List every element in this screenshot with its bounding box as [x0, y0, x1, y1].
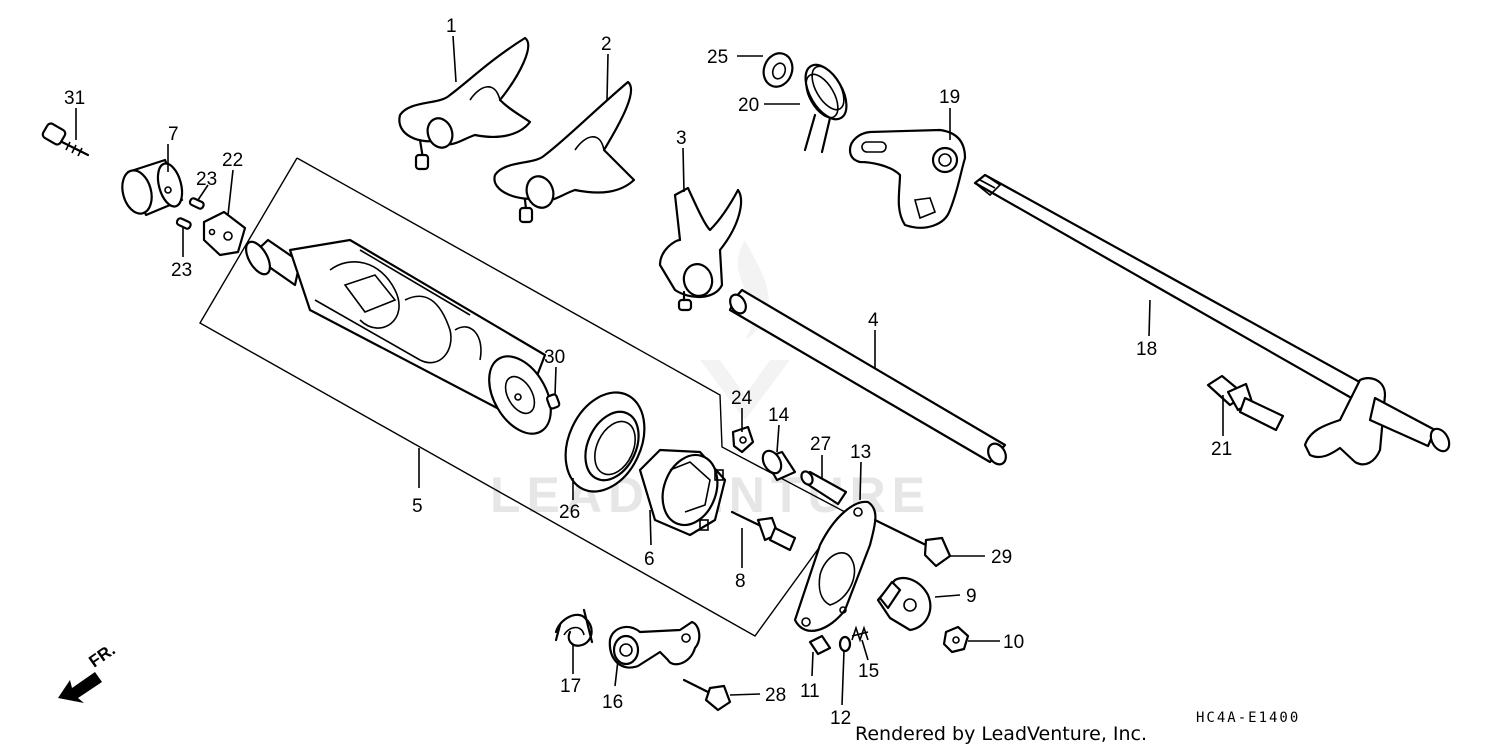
part-4-fork-shaft[interactable]	[727, 288, 1009, 468]
callout-15[interactable]: 15	[858, 661, 879, 682]
part-23-pin-lower[interactable]	[175, 217, 192, 230]
callout-6[interactable]: 6	[644, 549, 655, 570]
callout-29[interactable]: 29	[991, 547, 1012, 568]
credit-text: Rendered by LeadVenture, Inc.	[855, 723, 1147, 745]
front-label: FR.	[85, 640, 118, 671]
part-24-nut[interactable]	[731, 425, 755, 454]
callout-13[interactable]: 13	[850, 442, 871, 463]
leader-lines	[75, 35, 1224, 706]
callout-23-lower[interactable]: 23	[171, 260, 192, 281]
part-6-drum-center[interactable]	[638, 447, 727, 537]
callout-16[interactable]: 16	[602, 692, 623, 713]
part-2-shift-fork[interactable]	[493, 80, 636, 224]
part-15-spring[interactable]	[851, 625, 869, 643]
callout-9[interactable]: 9	[966, 586, 977, 607]
part-7-cap[interactable]	[118, 158, 187, 217]
callout-12[interactable]: 12	[830, 708, 851, 729]
callout-17[interactable]: 17	[560, 676, 581, 697]
part-11-key[interactable]	[808, 634, 832, 656]
part-20-spring[interactable]	[797, 58, 855, 154]
part-18-gearshift-spindle[interactable]	[973, 173, 1453, 466]
callout-1[interactable]: 1	[446, 16, 457, 37]
callout-24[interactable]: 24	[731, 388, 753, 409]
callout-22[interactable]: 22	[222, 150, 243, 171]
callout-3[interactable]: 3	[676, 128, 687, 149]
callout-5[interactable]: 5	[412, 496, 423, 517]
part-14-collar[interactable]	[759, 448, 797, 482]
front-direction-arrow-icon	[58, 672, 102, 703]
callout-14[interactable]: 14	[768, 405, 790, 426]
part-8-stud-bolt[interactable]	[730, 510, 797, 552]
callout-30[interactable]: 30	[544, 347, 565, 368]
part-9-stopper-arm[interactable]	[876, 577, 932, 632]
part-25-washer[interactable]	[759, 49, 797, 91]
callout-8[interactable]: 8	[735, 571, 746, 592]
part-28-bolt[interactable]	[682, 678, 732, 712]
part-10-nut[interactable]	[942, 625, 970, 654]
callout-18[interactable]: 18	[1136, 339, 1157, 360]
part-1-shift-fork[interactable]	[398, 36, 532, 171]
part-3-shift-fork[interactable]	[658, 186, 742, 312]
part-30-pin[interactable]	[545, 393, 561, 410]
callouts: 1 2 3 4 5 6 7 8 9 10 11 12 13 14 15 16 1…	[64, 16, 1232, 729]
callout-26[interactable]: 26	[559, 502, 580, 523]
part-5-shift-drum[interactable]	[241, 238, 563, 444]
callout-25[interactable]: 25	[707, 47, 728, 68]
part-27-dowel[interactable]	[799, 469, 848, 506]
callout-11[interactable]: 11	[800, 681, 820, 702]
callout-4[interactable]: 4	[868, 310, 879, 331]
part-16-stopper-arm[interactable]	[608, 620, 701, 669]
part-23-pin-upper[interactable]	[188, 197, 205, 210]
callout-27[interactable]: 27	[810, 434, 831, 455]
callout-10[interactable]: 10	[1003, 632, 1024, 653]
callout-20[interactable]: 20	[738, 95, 759, 116]
callout-2[interactable]: 2	[601, 34, 612, 55]
part-26-bearing[interactable]	[550, 380, 659, 505]
part-19-shift-arm[interactable]	[848, 128, 967, 229]
callout-31[interactable]: 31	[64, 88, 85, 109]
callout-7[interactable]: 7	[168, 124, 179, 145]
callout-28[interactable]: 28	[765, 685, 786, 706]
callout-19[interactable]: 19	[939, 87, 960, 108]
part-12-pin[interactable]	[838, 635, 852, 653]
part-31-bolt[interactable]	[41, 122, 90, 157]
part-29-bolt[interactable]	[873, 518, 952, 568]
diagram-code: HC4A-E1400	[1196, 710, 1300, 726]
callout-21[interactable]: 21	[1211, 439, 1232, 460]
part-17-spring[interactable]	[554, 608, 594, 647]
part-22-plate[interactable]	[202, 210, 247, 257]
callout-23-upper[interactable]: 23	[196, 169, 217, 190]
part-21-stud[interactable]	[1206, 374, 1285, 432]
